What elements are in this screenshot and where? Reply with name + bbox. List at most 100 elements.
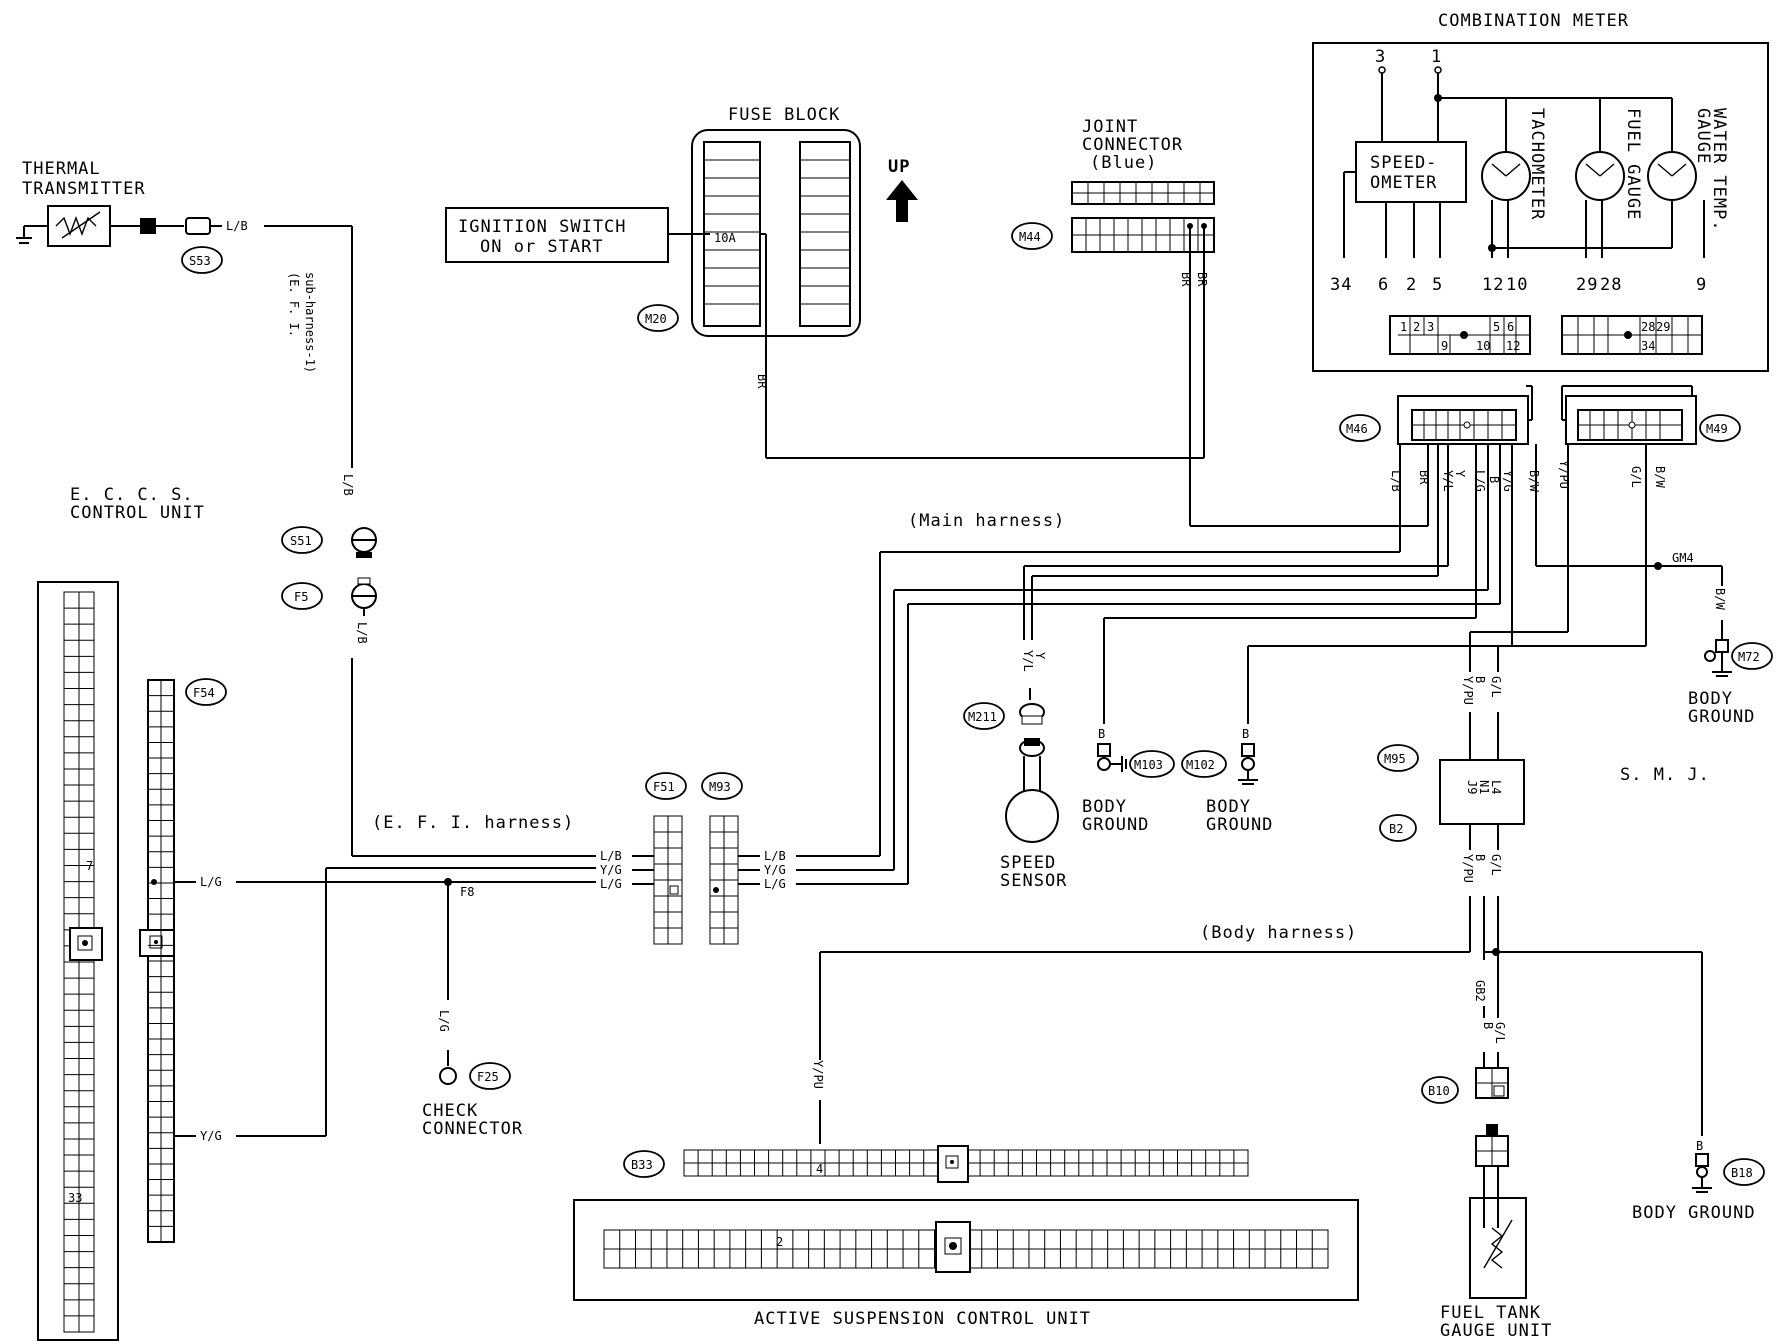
water-temp-label-2: GAUGE	[1693, 108, 1713, 164]
f5-tag: F5	[294, 590, 308, 604]
m49-wire-bw: B/W	[1653, 466, 1667, 488]
joint-connector: JOINT CONNECTOR (Blue) M44	[1011, 117, 1215, 253]
m72-body-label: BODY	[1688, 689, 1733, 709]
b18-b-label: B	[1696, 1139, 1703, 1153]
check-label-2: CONNECTOR	[422, 1119, 523, 1139]
speedometer-label-1: SPEED-	[1370, 153, 1437, 173]
m46-wire-y: Y	[1453, 470, 1467, 478]
cf-pin-1: 1	[1400, 320, 1407, 334]
fuel-tank-label-2: GAUGE UNIT	[1440, 1321, 1552, 1341]
m93-yg-label: Y/G	[764, 863, 786, 877]
m103-ground-label: GROUND	[1082, 815, 1149, 835]
speed-yl-label: Y/L	[1021, 650, 1035, 672]
connector-s51: S51	[281, 526, 377, 558]
m49-tag: M49	[1706, 422, 1728, 436]
m102-ground-label: GROUND	[1206, 815, 1273, 835]
ignition-label-1: IGNITION SWITCH	[458, 217, 627, 237]
ground-m103: M103 BODY GROUND	[1082, 743, 1175, 835]
thermal-label-2: TRANSMITTER	[22, 179, 146, 199]
m46-wire-b: B	[1487, 476, 1501, 483]
m103-body-label: BODY	[1082, 797, 1127, 817]
smj-junction: M95 J9 N1 L4 B2 S. M. J.	[1377, 744, 1710, 842]
speedometer-label-2: OMETER	[1370, 173, 1437, 193]
ascu-ypu-label: Y/PU	[811, 1060, 825, 1089]
m93-lg-label: L/G	[764, 877, 786, 891]
cf-pin-10: 10	[1476, 339, 1490, 353]
pin-6-label: 6	[1378, 275, 1389, 295]
m211-tag: M211	[968, 710, 997, 724]
speedometer-box	[1355, 141, 1467, 203]
b18-tag: B18	[1731, 1166, 1753, 1180]
tachometer-label: TACHOMETER	[1527, 108, 1547, 220]
fuel-gauge-label: FUEL GAUGE	[1623, 108, 1643, 220]
connector-f51: F51	[645, 772, 687, 945]
gm4-label: GM4	[1672, 551, 1694, 565]
f51-yg-label: Y/G	[600, 863, 622, 877]
f51-lg-label: L/G	[600, 877, 622, 891]
b2-b-label: B	[1473, 854, 1487, 861]
joint-br-label-2: BR	[1195, 272, 1209, 287]
m46-tag: M46	[1346, 422, 1368, 436]
m49-wire-gl: G/L	[1629, 466, 1643, 488]
cf-pin-9: 9	[1441, 339, 1448, 353]
b2-tag: B2	[1389, 822, 1403, 836]
gm4-bw-label: B/W	[1713, 588, 1727, 610]
ascu-label: ACTIVE SUSPENSION CONTROL UNIT	[754, 1309, 1091, 1329]
thermal-transmitter: THERMAL TRANSMITTER S53	[16, 159, 223, 274]
b2-ypu-label: Y/PU	[1461, 854, 1475, 883]
smj-b-label: B	[1473, 676, 1487, 683]
cf-pin-34: 34	[1641, 339, 1655, 353]
s53-tag: S53	[189, 254, 211, 268]
connector-m93: M93	[701, 772, 743, 945]
ground-b18: B18 BODY GROUND	[1632, 1153, 1765, 1223]
fuse-block: FUSE BLOCK 10A M20	[637, 105, 861, 337]
m93-grid-cells	[710, 816, 738, 944]
check-connector: F25 CHECK CONNECTOR	[422, 1062, 523, 1139]
f25-tag: F25	[477, 1070, 499, 1084]
speed-sensor: M211 SPEED SENSOR	[963, 702, 1066, 891]
combination-meter-title: COMBINATION METER	[1438, 11, 1629, 31]
eccs-control-unit: E. C. C. S. CONTROL UNIT 7 33	[37, 485, 205, 1341]
body-harness-label: (Body harness)	[1200, 923, 1357, 943]
fuel-tank-gauge-unit: B10 FUEL TANK GAUGE UNIT	[1421, 1067, 1552, 1341]
fuel-tank-label-1: FUEL TANK	[1440, 1303, 1541, 1323]
f51-lb-label: L/B	[600, 849, 622, 863]
fuse-br-label: BR	[755, 374, 769, 389]
pin-1-label: 1	[1431, 47, 1442, 67]
pin-10-label: 10	[1506, 275, 1528, 295]
connector-f5: F5	[281, 577, 377, 610]
b10-b-label: B	[1481, 1022, 1495, 1029]
f51-tag: F51	[653, 780, 675, 794]
connector-m49: M49	[1565, 395, 1741, 445]
meter-connector-face-1: 1 2 3 5 6 9 10 12	[1389, 315, 1531, 355]
m102-b-label: B	[1242, 727, 1249, 741]
m72-ground-label: GROUND	[1688, 707, 1755, 727]
smj-l4: L4	[1489, 780, 1503, 794]
pin-12-label: 12	[1482, 275, 1504, 295]
pin-9-label: 9	[1696, 275, 1707, 295]
m102-body-label: BODY	[1206, 797, 1251, 817]
ignition-switch: IGNITION SWITCH ON or START	[445, 207, 669, 263]
m20-tag: M20	[645, 312, 667, 326]
m44-tag: M44	[1019, 230, 1041, 244]
m102-tag: M102	[1186, 758, 1215, 772]
smj-label: S. M. J.	[1620, 765, 1710, 785]
active-suspension-control-unit: 2 ACTIVE SUSPENSION CONTROL UNIT	[573, 1199, 1359, 1329]
smj-n1: N1	[1477, 780, 1491, 794]
tachometer-gauge	[1481, 151, 1531, 201]
fuel-gauge	[1575, 151, 1625, 201]
ascu-pin-2: 2	[776, 1235, 783, 1249]
f5-lb-label: L/B	[355, 622, 369, 644]
thermal-lb-label: L/B	[226, 219, 248, 233]
up-arrow: UP	[886, 157, 918, 222]
cf-pin-28: 28	[1641, 320, 1655, 334]
thermal-label-1: THERMAL	[22, 159, 101, 179]
eccs-label-2: CONTROL UNIT	[70, 503, 205, 523]
m95-tag: M95	[1384, 752, 1406, 766]
s51-lb-label: L/B	[341, 474, 355, 496]
f8-label: F8	[460, 885, 474, 899]
joint-label-3: (Blue)	[1090, 153, 1157, 173]
b2-gl-label: G/L	[1489, 854, 1503, 876]
combination-meter: COMBINATION METER 3 1 SPEED- OMETER	[1312, 11, 1769, 372]
